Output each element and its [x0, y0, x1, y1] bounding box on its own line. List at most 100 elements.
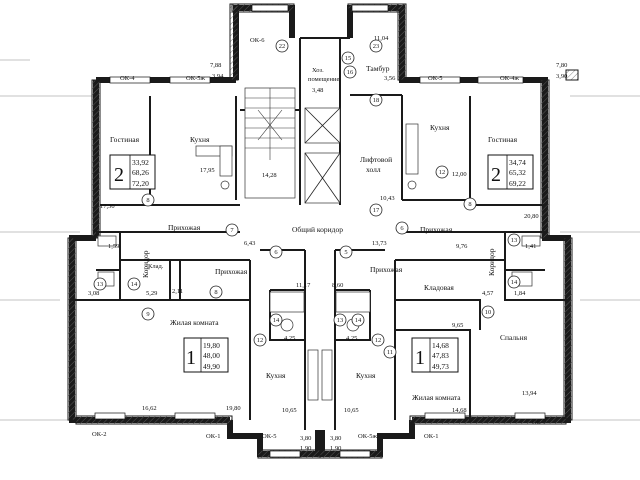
room-mark-circle — [339, 245, 353, 259]
dim-label: 3,48 — [312, 87, 323, 94]
room-mark-circle — [127, 277, 141, 291]
window-label: ОК-4 — [120, 75, 135, 82]
room-label-storage: Клад. — [148, 263, 164, 270]
dim-label: 3,90 — [556, 73, 567, 80]
area-with-balcony: 69,22 — [509, 179, 526, 188]
area-with-balcony: 49,73 — [432, 362, 449, 371]
window-label: ОК-5 — [428, 75, 442, 82]
window-label: ОК-1 — [424, 433, 438, 440]
apartment-number: 1 — [186, 347, 196, 369]
dim-label: 5,29 — [146, 290, 157, 297]
stair-and-lifts — [244, 87, 341, 204]
dimension-labels: 7,88 3,94 11,04 3,56 7,80 3,90 3,48 17,9… — [88, 35, 567, 452]
dim-label: 3,80 — [300, 435, 311, 442]
apartment-3: 1 19,80 48,00 49,90 — [183, 337, 229, 373]
room-mark-number: 18 — [373, 97, 380, 104]
room-mark-circle — [93, 277, 107, 291]
window-label: ОК-4ж — [500, 75, 519, 82]
room-label-hall: Прихожая — [168, 223, 201, 232]
window-label: ОК-5ж — [186, 75, 205, 82]
dim-label: 3,80 — [330, 435, 341, 442]
room-mark-number: 14 — [355, 317, 362, 324]
area-living: 14,68 — [432, 341, 449, 350]
room-mark-number: 8 — [146, 197, 149, 204]
dim-label: 1,90 — [300, 445, 311, 452]
room-mark-number: 7 — [230, 227, 234, 234]
room-label-kitchen: Кухня — [430, 123, 450, 132]
room-label-common-corridor: Общий коридор — [292, 225, 343, 234]
area-with-balcony: 49,90 — [203, 362, 220, 371]
room-label-kitchen: Кухня — [356, 371, 376, 380]
room-mark-circle — [351, 313, 365, 327]
room-mark-circle — [209, 285, 223, 299]
interior-walls — [72, 37, 568, 430]
bathrooms — [97, 235, 541, 332]
dim-label: 17,95 — [200, 167, 215, 174]
dim-label: 16,62 — [142, 405, 157, 412]
apartment-1: 2 33,92 68,26 72,20 — [109, 154, 156, 190]
room-label-household-2: помещение — [308, 76, 339, 83]
room-label-kitchen: Кухня — [266, 371, 286, 380]
room-mark-circle — [369, 93, 383, 107]
room-mark-number: 22 — [279, 43, 286, 50]
room-label-corridor: Коридор — [141, 250, 150, 278]
room-label-pantry: Кладовая — [424, 283, 454, 292]
room-label-living: Гостиная — [110, 135, 140, 144]
room-mark-circle — [463, 197, 477, 211]
room-mark-number: 11 — [387, 349, 393, 356]
room-mark-number: 13 — [97, 281, 104, 288]
room-mark-circle — [507, 275, 521, 289]
room-mark-circle — [507, 233, 521, 247]
room-mark-circle — [395, 221, 409, 235]
area-total: 65,32 — [509, 168, 526, 177]
room-mark-circle — [369, 39, 383, 53]
apartment-number: 1 — [415, 347, 425, 369]
dim-label: 17,30 — [100, 203, 115, 210]
dim-label: 19,80 — [226, 405, 241, 412]
room-label-household: Хоз. — [312, 67, 324, 74]
room-mark-number: 15 — [345, 55, 352, 62]
outer-walls — [67, 3, 579, 459]
dim-label: 13,73 — [372, 240, 387, 247]
room-label-bedroom: Спальня — [500, 333, 528, 342]
room-mark-number: 13 — [511, 237, 518, 244]
dim-label: 12,00 — [452, 171, 467, 178]
window-label: ОК-5 — [262, 433, 276, 440]
room-mark-number: 8 — [214, 289, 217, 296]
dim-label: 10,65 — [344, 407, 359, 414]
room-mark-number: 12 — [375, 337, 382, 344]
room-mark-number: 13 — [337, 317, 344, 324]
dim-label: 20,80 — [524, 213, 539, 220]
dim-label: 14,28 — [262, 172, 277, 179]
room-mark-number: 14 — [131, 281, 138, 288]
room-mark-number: 17 — [373, 207, 380, 214]
room-mark-number: 14 — [511, 279, 518, 286]
room-label-kitchen: Кухня — [190, 135, 210, 144]
room-mark-circle — [341, 51, 355, 65]
room-label-hall: Прихожая — [420, 225, 453, 234]
room-mark-circle — [269, 245, 283, 259]
apartment-number: 2 — [491, 164, 501, 186]
dim-label: 10,65 — [282, 407, 297, 414]
dim-label: 3,56 — [384, 75, 396, 82]
dim-label: 11,17 — [296, 282, 311, 289]
dim-label: 6,43 — [244, 240, 255, 247]
dim-label: 7,80 — [556, 62, 567, 69]
area-total: 68,26 — [132, 168, 149, 177]
dim-label: 3,94 — [212, 73, 224, 80]
dim-label: 13,94 — [522, 390, 537, 397]
area-with-balcony: 72,20 — [132, 179, 149, 188]
window-label: ОК-5ж — [358, 433, 377, 440]
room-mark-number: 23 — [373, 43, 380, 50]
room-mark-circle — [343, 65, 357, 79]
room-mark-number: 8 — [468, 201, 471, 208]
window-type-labels: ОК-6 ОК-4 ОК-5ж ОК-5 ОК-4ж ОК-2 ОК-1 ОК-… — [92, 37, 546, 440]
area-total: 47,83 — [432, 351, 449, 360]
dim-label: 10,43 — [380, 195, 395, 202]
dim-label: 4,25 — [284, 335, 295, 342]
room-mark-circle — [269, 313, 283, 327]
room-mark-circle — [141, 193, 155, 207]
area-living: 19,80 — [203, 341, 220, 350]
room-mark-number: 10 — [485, 309, 492, 316]
